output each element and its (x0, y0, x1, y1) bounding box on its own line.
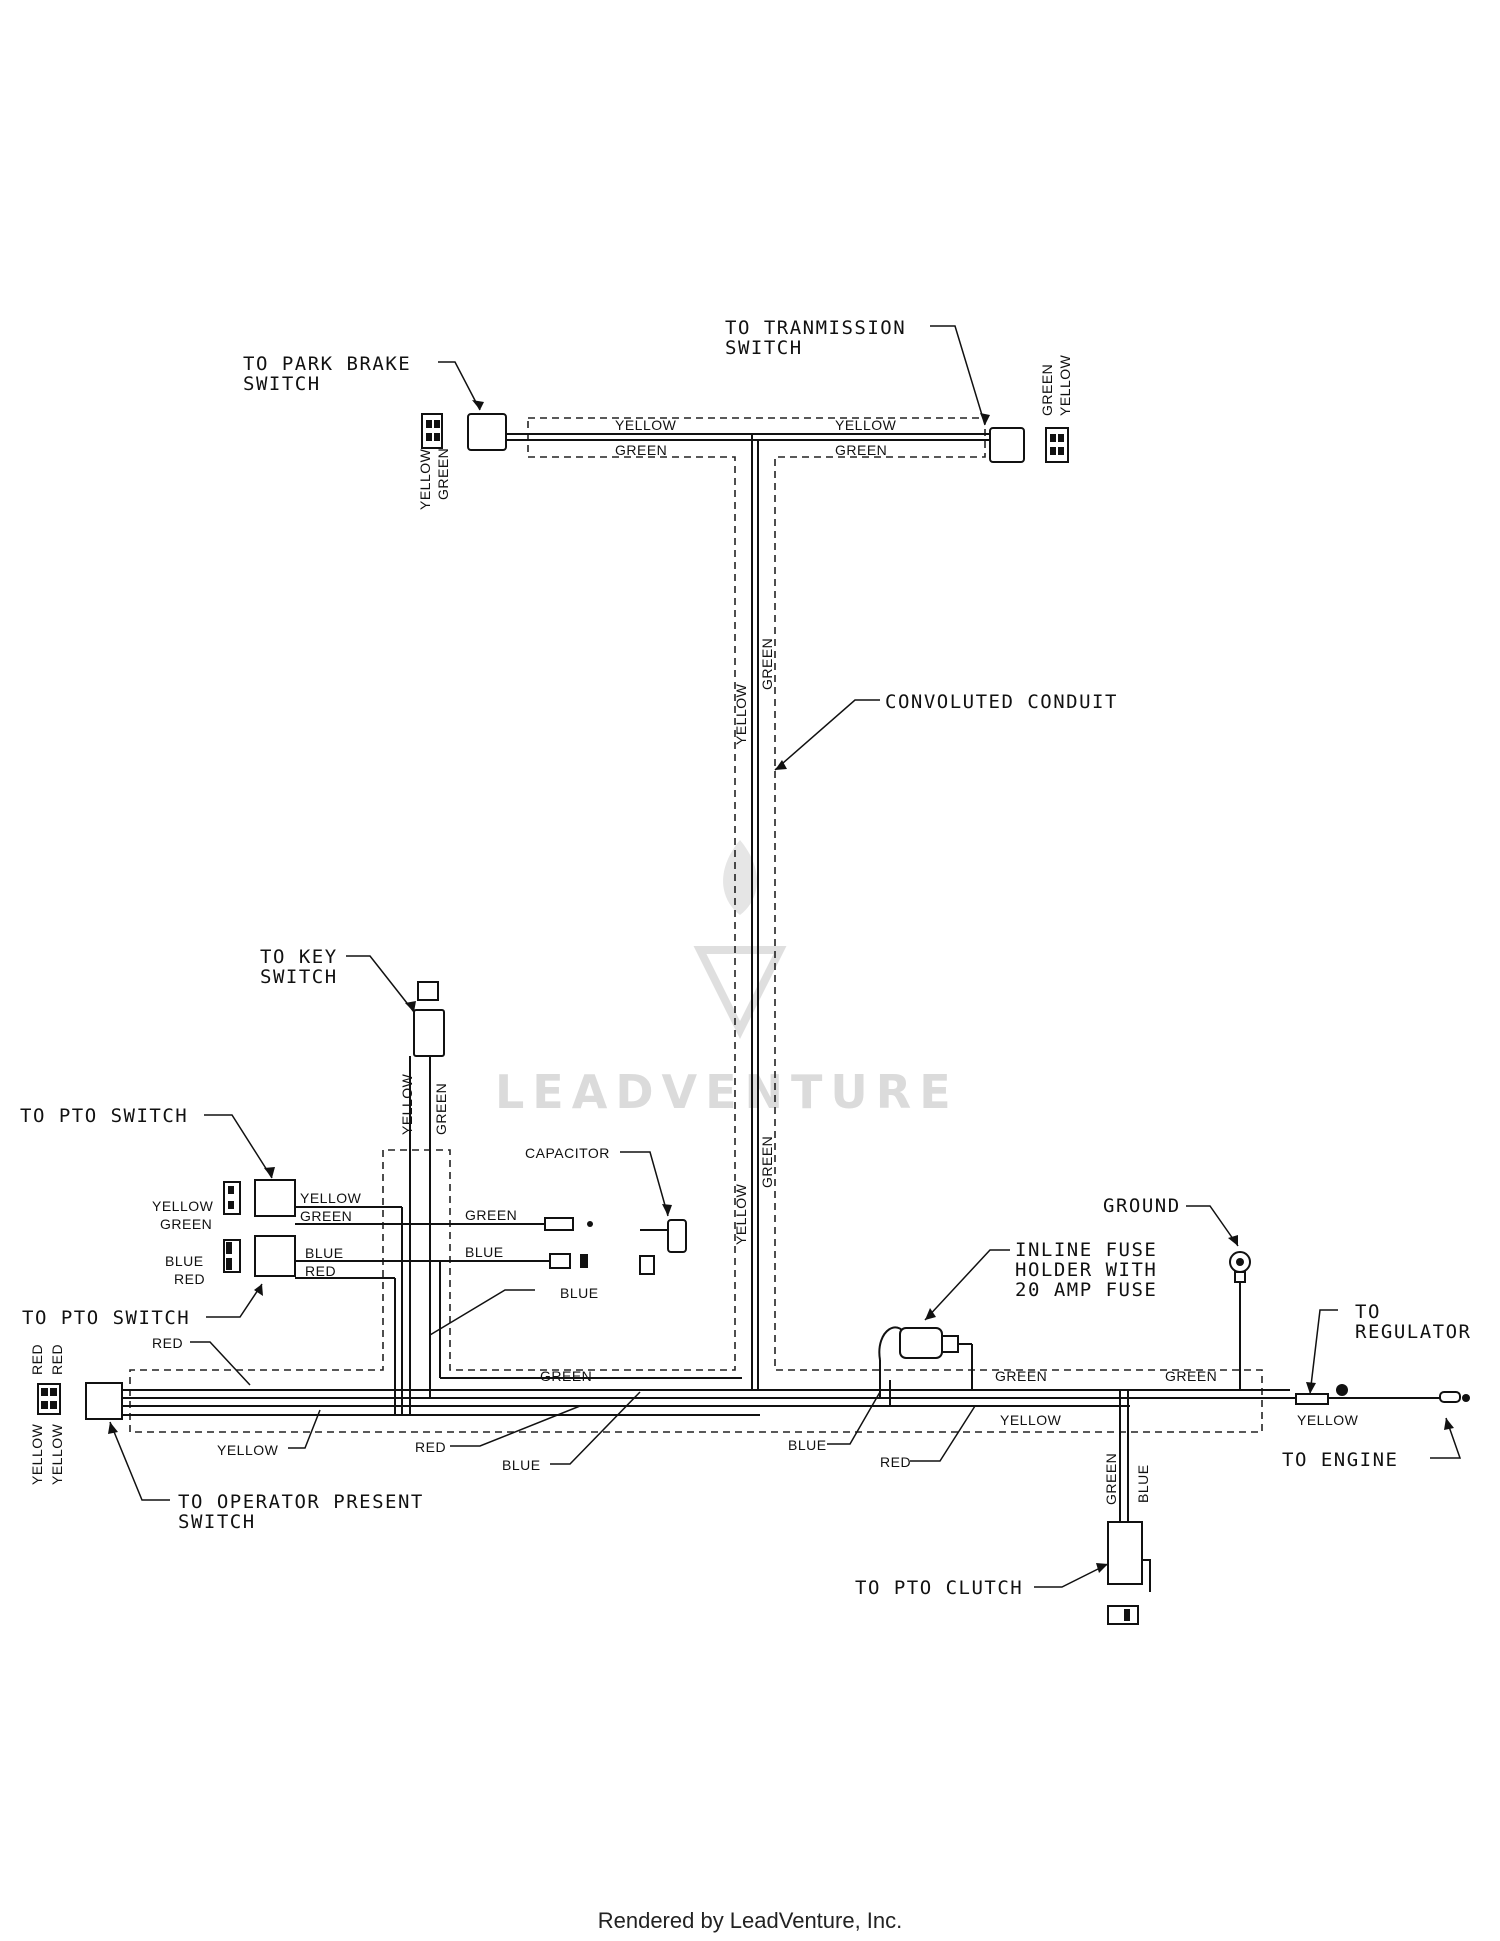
wire-label-key-green: GREEN (433, 1083, 449, 1135)
callout-operator-present-line1: TO OPERATOR PRESENT (178, 1491, 424, 1513)
convoluted-conduit-outline (129, 417, 1263, 1433)
wire-label-key-yellow: YELLOW (399, 1073, 415, 1135)
callout-inline-fuse-line2: HOLDER WITH (1015, 1259, 1157, 1281)
wire-label-top-green-right: GREEN (835, 442, 887, 458)
wire-label-pto-red: RED (305, 1263, 336, 1279)
callout-inline-fuse-line1: INLINE FUSE (1015, 1239, 1157, 1261)
wire-label-pto-blue: BLUE (305, 1245, 344, 1261)
transmission-connector (989, 427, 1069, 463)
key-switch-branch (409, 981, 445, 1415)
wire-label-park-pin-yellow: YELLOW (417, 448, 433, 510)
wire-label-yellow-reg: YELLOW (1297, 1412, 1359, 1428)
main-harness (120, 1282, 1460, 1526)
wire-label-cap-blue: BLUE (465, 1244, 504, 1260)
callout-capacitor: CAPACITOR (525, 1145, 610, 1161)
wire-label-trans-pin-yellow: YELLOW (1057, 354, 1073, 416)
wire-label-clutch-green: GREEN (1103, 1453, 1119, 1505)
callout-inline-fuse-line3: 20 AMP FUSE (1015, 1279, 1157, 1301)
wire-label-vert-yellow-low: YELLOW (733, 1183, 749, 1245)
callout-key-switch-line2: SWITCH (260, 966, 338, 988)
callout-regulator-line1: TO (1355, 1301, 1381, 1323)
wire-label-green-main: GREEN (540, 1368, 592, 1384)
wire-label-pto-yellow: YELLOW (300, 1190, 362, 1206)
wire-label-blue-fuse: BLUE (788, 1437, 827, 1453)
callout-operator-present-line2: SWITCH (178, 1511, 256, 1533)
capacitor (544, 1217, 687, 1275)
wire-label-trans-pin-green: GREEN (1039, 364, 1055, 416)
wire-label-pto-pin-yellow: YELLOW (152, 1198, 214, 1214)
wire-label-red-mid: RED (415, 1439, 446, 1455)
wire-label-blue-mid: BLUE (560, 1285, 599, 1301)
wire-label-yellow-main: YELLOW (1000, 1412, 1062, 1428)
callout-engine: TO ENGINE (1282, 1449, 1398, 1471)
wire-label-clutch-blue: BLUE (1135, 1464, 1151, 1503)
wire-label-pto-pin-red: RED (174, 1271, 205, 1287)
wire-label-op-pin-red-2: RED (49, 1344, 65, 1375)
wire-label-top-yellow-right: YELLOW (835, 417, 897, 433)
leader-lines (108, 325, 1462, 1588)
callout-regulator-line2: REGULATOR (1355, 1321, 1471, 1343)
wire-label-op-pin-red-1: RED (29, 1344, 45, 1375)
callout-park-brake-line1: TO PARK BRAKE (243, 353, 411, 375)
wire-label-yellow-left: YELLOW (217, 1442, 279, 1458)
wire-label-op-pin-yellow-1: YELLOW (29, 1423, 45, 1485)
callout-pto-clutch: TO PTO CLUTCH (855, 1577, 1023, 1599)
park-brake-connector (421, 413, 507, 451)
wire-label-red-left: RED (152, 1335, 183, 1351)
wire-label-top-yellow-left: YELLOW (615, 417, 677, 433)
operator-present-connector (37, 1382, 123, 1420)
wire-label-pto-green: GREEN (300, 1208, 352, 1224)
wire-label-vert-green: GREEN (759, 638, 775, 690)
callout-pto-switch-bottom: TO PTO SWITCH (22, 1307, 190, 1329)
callout-transmission-line1: TO TRANMISSION (725, 317, 906, 339)
wire-label-pto-pin-green: GREEN (160, 1216, 212, 1232)
pto-switch-branch (223, 1179, 742, 1415)
wire-label-vert-yellow: YELLOW (733, 683, 749, 745)
regulator-connector (1295, 1384, 1470, 1405)
callout-pto-switch-top: TO PTO SWITCH (20, 1105, 188, 1127)
top-harness (500, 433, 990, 1390)
wire-label-top-green-left: GREEN (615, 442, 667, 458)
wire-label-green-right1: GREEN (995, 1368, 1047, 1384)
wire-label-park-pin-green: GREEN (435, 448, 451, 500)
wire-label-op-pin-yellow-2: YELLOW (49, 1423, 65, 1485)
ground-lug (1229, 1251, 1251, 1283)
wire-label-pto-pin-blue: BLUE (165, 1253, 204, 1269)
wire-label-vert-green-low: GREEN (759, 1136, 775, 1188)
inline-fuse-holder (878, 1326, 973, 1390)
pto-clutch-connector (1107, 1521, 1151, 1625)
watermark: LEADVENTURE (495, 840, 959, 1119)
wire-label-cap-green: GREEN (465, 1207, 517, 1223)
callout-convoluted-conduit: CONVOLUTED CONDUIT (885, 691, 1118, 713)
footer-rendered-by: Rendered by LeadVenture, Inc. (597, 1908, 903, 1933)
callout-park-brake-line2: SWITCH (243, 373, 321, 395)
callout-transmission-line2: SWITCH (725, 337, 803, 359)
wire-label-green-right2: GREEN (1165, 1368, 1217, 1384)
wire-label-red-fuse: RED (880, 1454, 911, 1470)
wire-label-blue-low: BLUE (502, 1457, 541, 1473)
callout-ground: GROUND (1103, 1195, 1181, 1217)
watermark-text: LEADVENTURE (495, 1065, 959, 1119)
callout-key-switch-line1: TO KEY (260, 946, 338, 968)
